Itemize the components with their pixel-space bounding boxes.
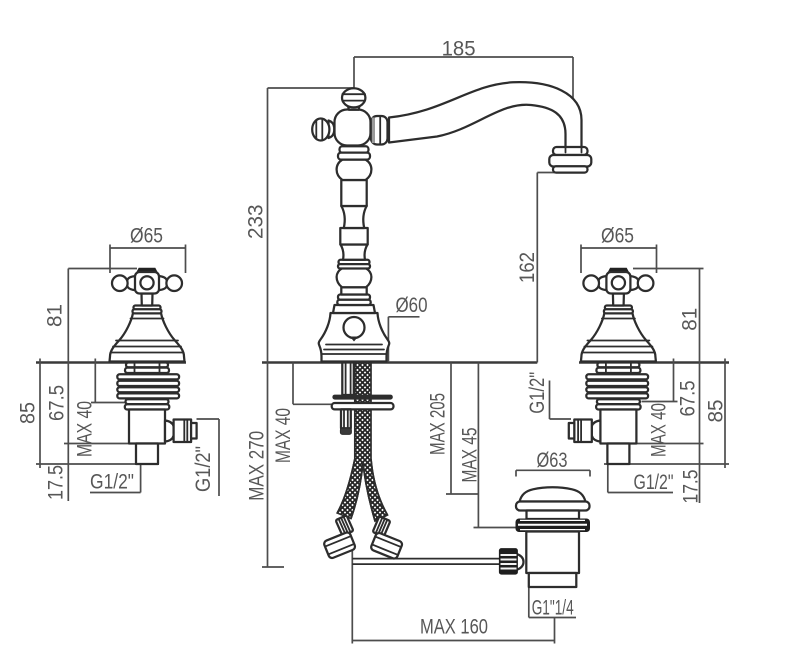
svg-text:81: 81 [679,308,702,331]
svg-text:MAX 45: MAX 45 [458,428,481,483]
svg-text:Ø60: Ø60 [396,294,428,317]
svg-text:233: 233 [245,205,268,240]
svg-text:81: 81 [44,304,67,327]
svg-text:MAX 40: MAX 40 [74,401,97,457]
svg-text:17.5: 17.5 [45,465,68,500]
svg-text:67.5: 67.5 [677,381,700,417]
svg-text:162: 162 [516,252,539,283]
svg-text:MAX 205: MAX 205 [427,393,450,455]
svg-text:G1/2": G1/2" [526,372,549,414]
svg-text:Ø65: Ø65 [130,225,163,248]
svg-text:185: 185 [442,38,476,61]
svg-text:85: 85 [705,400,728,423]
svg-text:G1/2": G1/2" [90,471,134,494]
svg-text:G1/2": G1/2" [192,446,215,492]
svg-text:Ø63: Ø63 [537,449,568,472]
svg-text:85: 85 [17,402,40,424]
svg-text:Ø65: Ø65 [601,225,634,248]
svg-text:17.5: 17.5 [680,470,703,504]
svg-text:MAX 40: MAX 40 [272,408,295,463]
svg-text:MAX 270: MAX 270 [246,431,269,501]
svg-text:G1/2": G1/2" [634,471,674,494]
svg-text:MAX 160: MAX 160 [420,616,488,639]
svg-text:67.5: 67.5 [46,385,69,421]
svg-text:MAX 40: MAX 40 [648,403,671,457]
svg-text:G1"1/4: G1"1/4 [532,597,574,620]
